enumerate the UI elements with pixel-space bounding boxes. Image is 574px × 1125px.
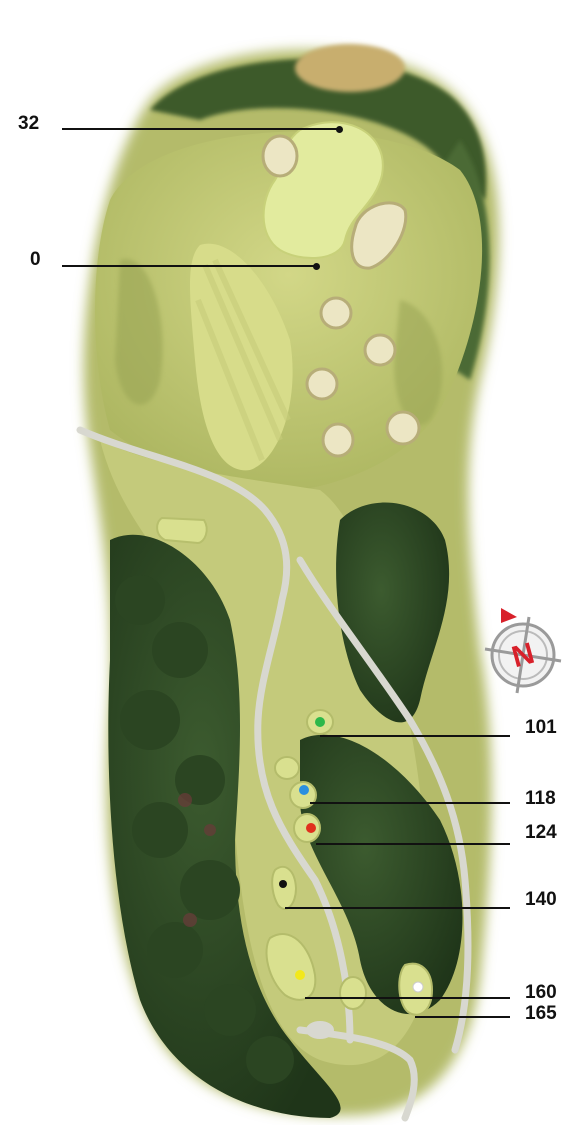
leader-line-0 <box>62 262 320 270</box>
yardage-label-0: 0 <box>30 249 41 270</box>
tee-box-blue-fwd <box>274 756 300 780</box>
tree-clumps-left <box>115 575 294 1084</box>
tee-marker-red <box>306 823 316 833</box>
bunker <box>319 296 353 330</box>
bunker <box>385 410 421 446</box>
fairway-stripes <box>195 258 291 462</box>
flower-bed <box>295 44 405 92</box>
leader-line-32 <box>62 125 343 133</box>
yardage-label-140: 140 <box>525 889 557 910</box>
tee-marker-yellow <box>295 970 305 980</box>
tee-box-black <box>271 865 298 910</box>
yardage-label-118: 118 <box>525 788 556 809</box>
tee-box-white-left <box>339 976 367 1010</box>
tee-box-yellow <box>265 932 317 1001</box>
tree-line-right-lower <box>300 734 463 1015</box>
bunker <box>261 134 299 178</box>
compass-rose: N <box>484 608 562 694</box>
bunker <box>350 201 408 270</box>
tree-red-accents <box>178 793 216 927</box>
compass-arrow-icon <box>501 608 517 623</box>
bunkers <box>261 134 421 458</box>
tee-boxes <box>265 709 434 1016</box>
cart-path <box>76 426 354 1044</box>
fairway-bunker <box>156 516 208 545</box>
yardage-label-160: 160 <box>525 982 557 1003</box>
tee-marker-white <box>412 981 424 993</box>
leader-line-140 <box>285 907 510 909</box>
yardage-label-124: 124 <box>525 822 557 843</box>
bunker <box>321 422 355 458</box>
leader-line-160 <box>305 997 510 999</box>
yardage-label-32: 32 <box>18 113 40 134</box>
tree-line-top <box>150 58 487 200</box>
bunker <box>305 367 339 401</box>
tee-marker-green <box>315 717 325 727</box>
tee-marker-blue <box>299 785 309 795</box>
cart-path-branch <box>296 556 472 1054</box>
leader-line-101 <box>320 735 510 737</box>
leader-line-124 <box>316 843 510 845</box>
mound-shadow-left <box>115 259 163 405</box>
yardage-label-101: 101 <box>525 717 557 738</box>
bunker <box>363 333 397 367</box>
cart-turnaround <box>306 1021 334 1039</box>
tee-box-blue <box>289 781 317 809</box>
tee-marker-black <box>279 880 287 888</box>
tree-line-right <box>336 502 450 723</box>
yardage-label-165: 165 <box>525 1003 557 1024</box>
leader-line-118 <box>310 802 510 804</box>
leader-line-165 <box>415 1016 510 1018</box>
mound-shadow-right <box>394 300 443 426</box>
